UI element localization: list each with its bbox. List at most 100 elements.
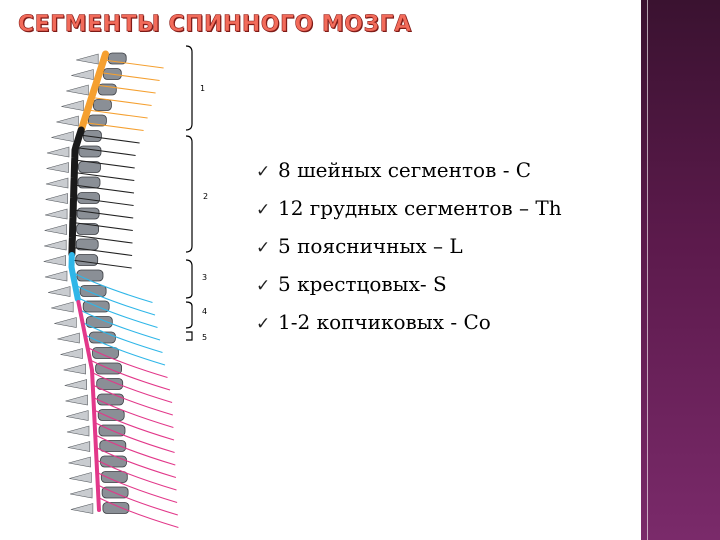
vertebra [89, 331, 116, 344]
vertebra-process [65, 394, 88, 406]
spinal-nerve [73, 184, 135, 194]
vertebra-process [46, 146, 70, 158]
spinal-nerve [82, 322, 163, 354]
vertebra-process [70, 487, 93, 499]
region-brackets: 1 2 3 4 5 [185, 45, 208, 342]
vertebra-process [46, 162, 69, 173]
decorative-sidebar [641, 0, 720, 540]
cord-segment [68, 126, 85, 258]
vertebra-process [63, 363, 86, 375]
sidebar-divider [647, 0, 648, 540]
vertebra [92, 347, 119, 359]
spinal-nerve [89, 359, 171, 391]
spinal-nerve [93, 409, 175, 441]
spinal-nerve [103, 59, 164, 69]
spinal-nerve [95, 434, 176, 466]
vertebra-process [44, 224, 67, 235]
spinal-nerve [91, 372, 173, 404]
spinal-nerve [79, 134, 140, 144]
list-item-text: 1-2 копчиковых - Со [278, 310, 491, 334]
region-bracket-4 [185, 301, 193, 329]
vertebra [85, 316, 113, 328]
vertebra [100, 455, 127, 468]
vertebra-process [61, 100, 84, 111]
vertebra [78, 145, 102, 158]
vertebra-process [45, 208, 68, 220]
vertebra [76, 269, 104, 282]
vertebra [77, 176, 101, 189]
spinal-nerve [92, 384, 173, 416]
vertebra-process [67, 441, 91, 452]
spinal-nerve [87, 347, 168, 379]
spinal-nerve [71, 259, 132, 269]
spinal-nerve [87, 109, 148, 119]
vertebra [102, 502, 130, 514]
vertebra-process [66, 410, 89, 421]
spinal-nerve [93, 397, 174, 429]
vertebra-process [56, 115, 79, 127]
checkmark-icon: ✓ [256, 238, 271, 258]
region-bracket-1 [185, 45, 193, 131]
vertebra-process [66, 84, 89, 96]
vertebra-process [68, 456, 91, 468]
list-item: ✓ 5 поясничных – L [256, 234, 562, 272]
region-label-5: 5 [202, 333, 207, 342]
vertebrae-column [43, 52, 130, 514]
spinal-nerve [96, 472, 178, 504]
vertebra-process [44, 270, 68, 282]
checkmark-icon: ✓ [256, 162, 271, 182]
vertebra-process [70, 503, 94, 514]
spinal-nerve [99, 71, 160, 82]
vertebra [93, 99, 112, 111]
cord-segment [68, 252, 81, 302]
region-label-2: 2 [203, 192, 208, 201]
spinal-nerve [95, 84, 156, 94]
cord-segment [77, 50, 109, 134]
list-item-text: 5 поясничных – L [278, 234, 463, 258]
spinal-nerve [98, 497, 179, 529]
list-item: ✓5 крестцовых- S [256, 272, 562, 310]
list-item: ✓ 1-2 копчиковых - Со [256, 310, 562, 348]
vertebra [79, 285, 107, 297]
spinal-nerve [72, 234, 133, 244]
spinal-cord [68, 50, 109, 512]
checkmark-icon: ✓ [256, 200, 271, 220]
spinal-nerves [71, 59, 179, 529]
vertebra-process [51, 301, 74, 313]
spinal-nerve [74, 284, 156, 316]
region-bracket-5 [186, 331, 193, 341]
spinal-nerve [77, 297, 158, 329]
spinal-nerve [72, 272, 153, 304]
spinal-nerve [75, 146, 136, 157]
vertebra-process [44, 239, 67, 251]
vertebra-process [51, 131, 74, 142]
list-item-text: 8 шейных сегментов - С [278, 158, 532, 182]
spinal-nerve [96, 459, 177, 491]
spinal-nerve [83, 121, 144, 132]
vertebra [99, 440, 127, 452]
vertebra [75, 254, 99, 266]
spinal-nerve [74, 159, 135, 169]
list-item: ✓ 8 шейных сегментов - С [256, 158, 562, 196]
checkmark-icon: ✓ [256, 314, 271, 334]
spinal-nerve [72, 221, 133, 232]
region-label-3: 3 [202, 273, 207, 282]
spinal-nerve [94, 422, 175, 454]
region-bracket-2 [185, 135, 193, 253]
vertebra [97, 409, 125, 421]
cord-segment [76, 300, 101, 512]
list-item-text: 5 крестцовых- S [278, 272, 447, 296]
vertebra-process [48, 286, 71, 297]
spinal-nerve [95, 447, 177, 479]
spinal-nerve [97, 484, 178, 516]
list-item-text: 12 грудных сегментов – Th [278, 196, 562, 220]
vertebra-process [66, 425, 90, 437]
vertebra-process [60, 348, 83, 359]
region-label-1: 1 [200, 84, 205, 93]
vertebra-process [54, 317, 77, 328]
spinal-nerve [72, 246, 133, 257]
vertebra-process [69, 472, 92, 483]
spinal-nerve [73, 209, 134, 219]
spinal-nerve [84, 334, 166, 366]
